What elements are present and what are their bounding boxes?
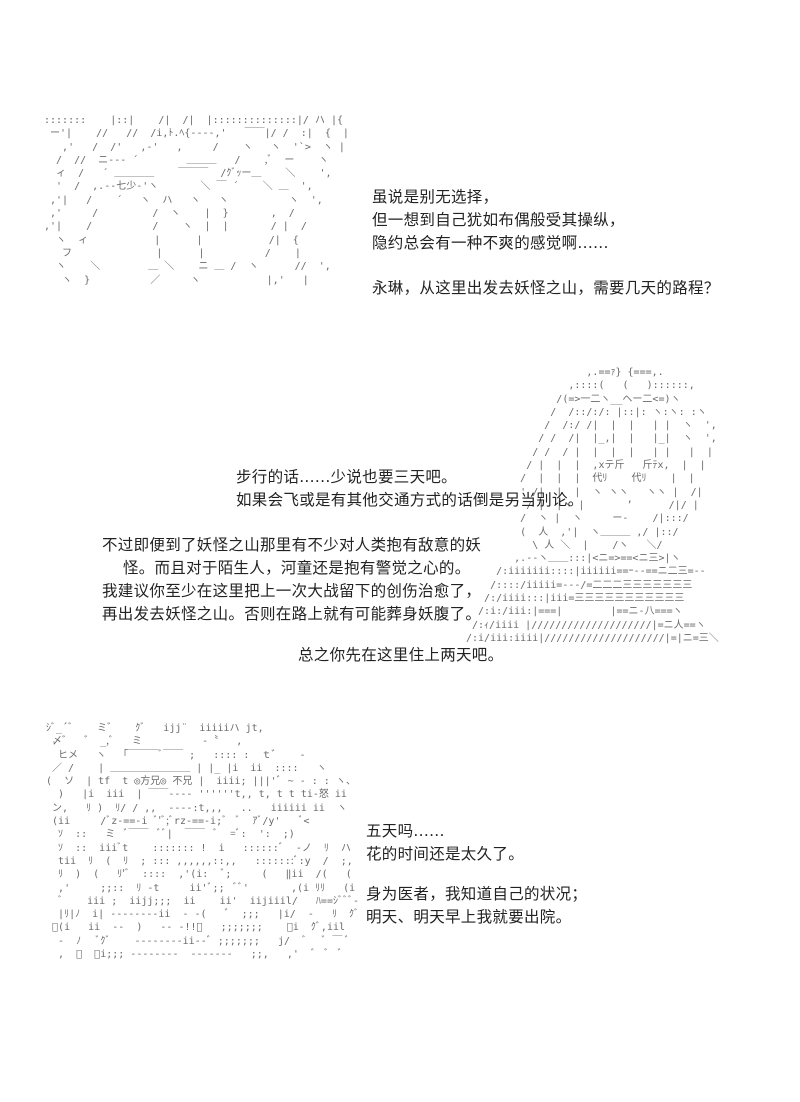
dialogue-line: 明天、明天早上我就要出院。 <box>366 908 572 926</box>
dialogue-line: 我建议你至少在这里把上一次大战留下的创伤治愈了， <box>102 582 482 600</box>
dialogue-line: 总之你先在这里住上两天吧。 <box>298 646 504 664</box>
dialogue-block-1: 虽说是别无选择， 但一想到自己犹如布偶般受其操纵， 隐约总会有一种不爽的感觉啊.… <box>372 186 720 300</box>
dialogue-line: 但一想到自己犹如布偶般受其操纵， <box>372 211 625 229</box>
dialogue-line: 隐约总会有一种不爽的感觉啊...... <box>372 234 609 252</box>
dialogue-line: 花的时间还是太久了。 <box>366 845 525 863</box>
dialogue-block-6: 身为医者，我知道自己的状况； 明天、明天早上我就要出院。 <box>366 883 587 929</box>
dialogue-line: 虽说是别无选择， <box>372 188 499 206</box>
dialogue-block-5: 五天吗...... 花的时间还是太久了。 <box>366 820 524 866</box>
ascii-art-face-closeup: ::::::: |::| /| /| |::::::::::::::|/ ハ |… <box>44 115 349 286</box>
dialogue-line: 如果会飞或是有其他交通方式的话倒是另当别论。 <box>236 491 584 509</box>
dialogue-block-2: 步行的话......少说也要三天吧。 如果会飞或是有其他交通方式的话倒是另当别论… <box>236 466 584 512</box>
dialogue-line: 五天吗...... <box>366 822 445 840</box>
dialogue-block-3: 不过即便到了妖怪之山那里有不少对人类抱有敌意的妖 怪。而且对于陌生人，河童还是抱… <box>102 534 481 626</box>
dialogue-block-4: 总之你先在这里住上两天吧。 <box>298 644 503 667</box>
dialogue-line: 步行的话......少说也要三天吧。 <box>236 468 457 486</box>
dialogue-line: 身为医者，我知道自己的状况； <box>366 885 588 903</box>
dialogue-line: 再出发去妖怪之山。否则在路上就有可能葬身妖腹了。 <box>102 605 482 623</box>
dialogue-question: 永琳，从这里出发去妖怪之山，需要几天的路程？ <box>372 279 720 297</box>
ascii-art-character-portrait: ｼﾞ_´ﾞ ミ゛ ｸﾞ ijj¨ iiiiiハ jt, 〆゛ ゛ _,ﾞ ミ ‐… <box>46 723 358 961</box>
ascii-art-seated-character: ,.==ｧ} {===,. ,::::( ( )::::::, /(=>一二ヽ_… <box>466 367 719 644</box>
dialogue-line: 怪。而且对于陌生人，河童还是抱有警觉之心的。 <box>102 559 471 577</box>
dialogue-line: 不过即便到了妖怪之山那里有不少对人类抱有敌意的妖 <box>102 536 482 554</box>
